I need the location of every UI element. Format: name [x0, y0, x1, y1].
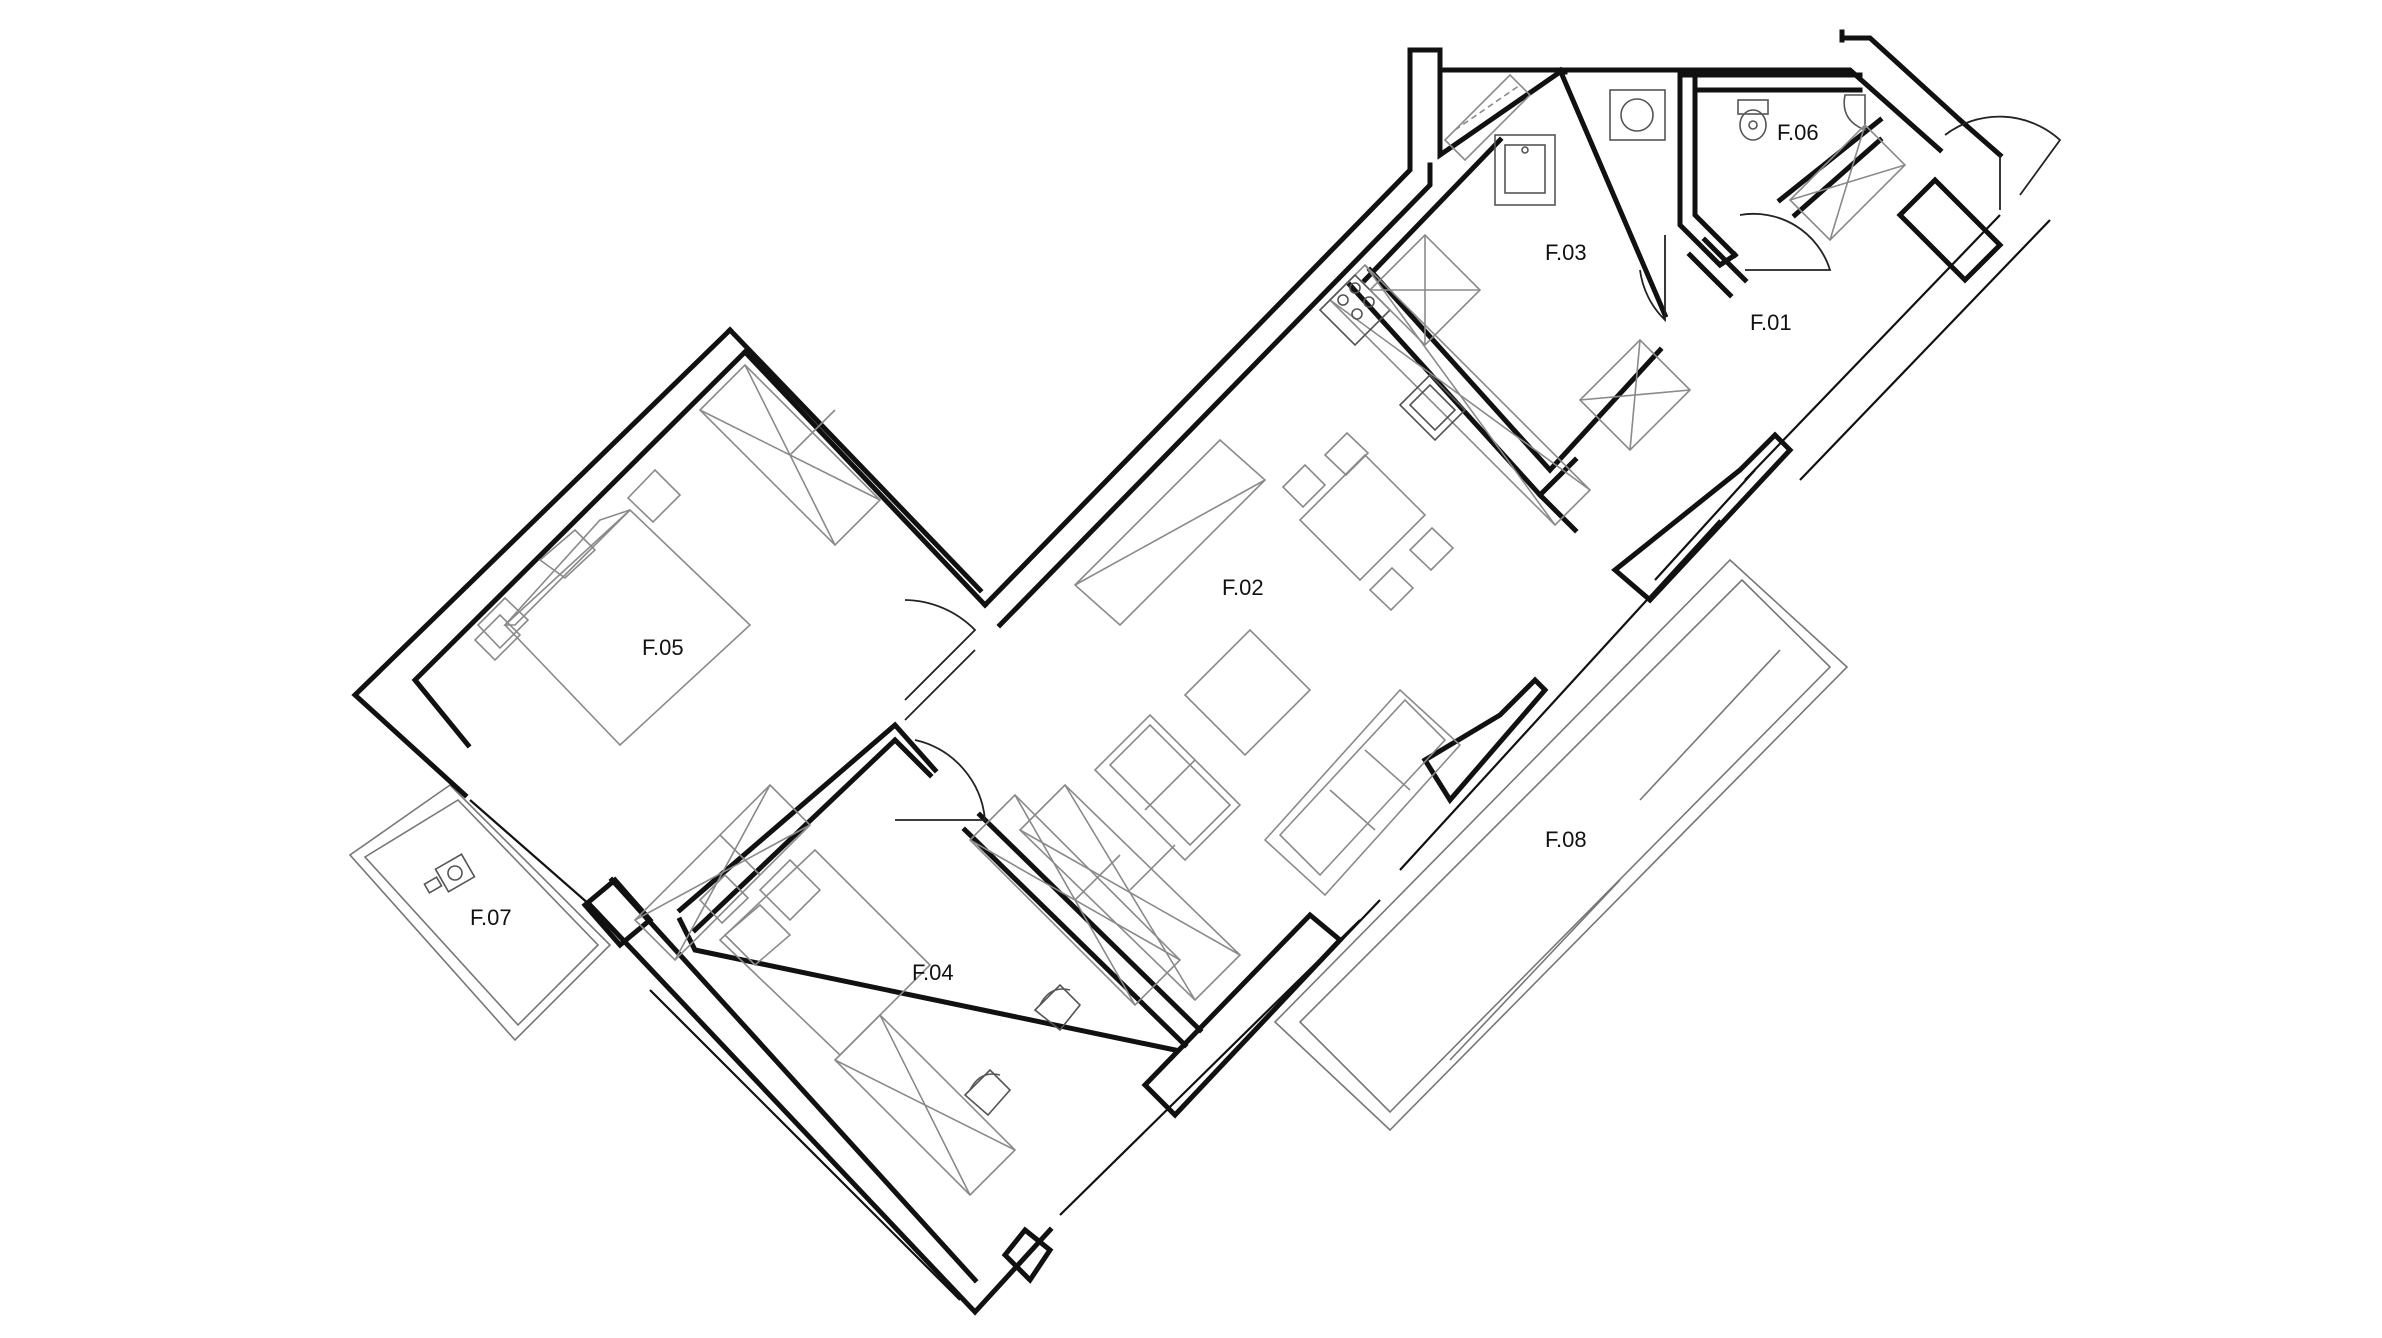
chair-f04-a — [1033, 983, 1082, 1032]
room-label-f05: F.05 — [642, 635, 684, 660]
wardrobe-f01 — [1788, 123, 1907, 242]
wardrobe-f05-lower — [633, 783, 812, 962]
dining-table — [1298, 453, 1427, 582]
chair-icon — [423, 853, 476, 894]
room-label-f06: F.06 — [1777, 120, 1819, 145]
wardrobe-f04 — [968, 793, 1182, 1007]
room-label-f08: F.08 — [1545, 827, 1587, 852]
bed-f04 — [718, 848, 932, 1057]
wardrobe-entry — [1578, 338, 1692, 452]
room-label-f03: F.03 — [1545, 240, 1587, 265]
bed-f05 — [476, 508, 752, 747]
nightstand-f04 — [698, 873, 750, 925]
room-labels: F.01 F.02 F.03 F.04 F.05 F.06 F.07 F.08 — [470, 120, 1819, 985]
washing-machine-icon — [1609, 89, 1666, 141]
outer-walls — [351, 29, 2051, 1316]
washbasin-f06 — [1843, 94, 1866, 132]
shower-f03 — [1368, 233, 1482, 347]
interior-walls — [676, 66, 1884, 1053]
wardrobe-f05 — [698, 363, 882, 547]
chair-f04-b — [963, 1068, 1012, 1117]
toilet-icon — [1737, 99, 1769, 141]
nightstand-f05 — [473, 468, 682, 662]
wardrobe-f02 — [1018, 783, 1242, 1002]
sofa-right — [1263, 688, 1462, 897]
wardrobe-living-top — [1073, 438, 1267, 627]
desk-f04 — [833, 1013, 1017, 1197]
room-label-f01: F.01 — [1750, 310, 1792, 335]
sofa-left — [1093, 713, 1242, 862]
balcony-f08 — [1273, 558, 1849, 1132]
room-label-f02: F.02 — [1222, 575, 1264, 600]
dining-chairs — [1281, 431, 1455, 612]
washbasin-f03 — [1494, 134, 1556, 206]
storage-f03 — [1443, 73, 1532, 162]
doors — [895, 115, 2062, 821]
sink-icon — [1398, 373, 1467, 442]
coffee-table — [1183, 628, 1312, 757]
room-label-f07: F.07 — [470, 905, 512, 930]
balcony-f07 — [348, 783, 612, 1042]
room-label-f04: F.04 — [912, 960, 954, 985]
